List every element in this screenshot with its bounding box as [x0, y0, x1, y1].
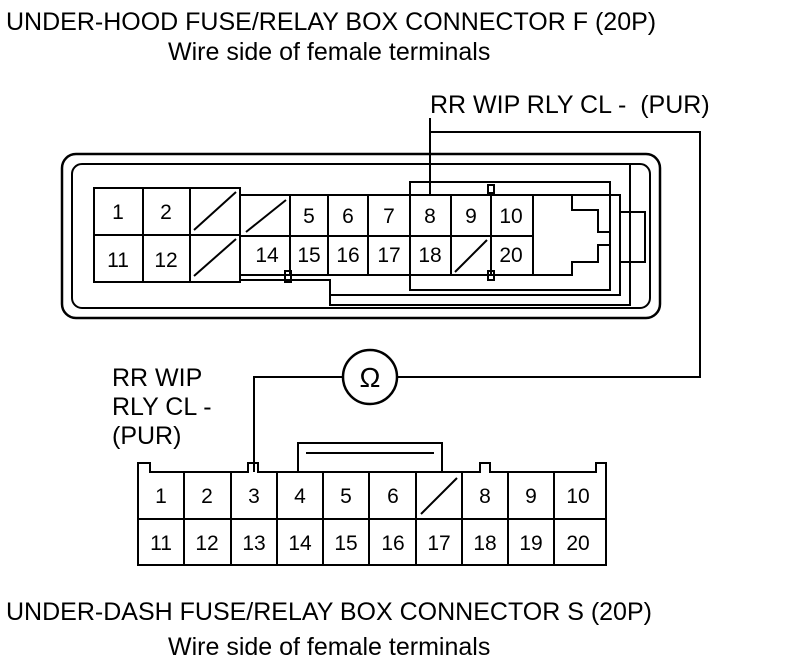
bottom-terminal: 2	[201, 485, 213, 508]
bottom-wire-label-line-3: (PUR)	[112, 422, 181, 450]
bottom-terminal: 19	[519, 532, 542, 555]
bottom-terminal: 13	[242, 532, 265, 555]
ohmmeter-icon	[341, 348, 399, 406]
top-terminal: 9	[465, 205, 477, 228]
top-terminal: 7	[383, 205, 395, 228]
bottom-wire-label-line-1: RR WIP	[112, 364, 202, 392]
top-connector-grid	[93, 187, 534, 283]
bottom-terminal: 12	[195, 532, 218, 555]
top-terminal: 2	[160, 201, 172, 224]
top-terminal: 16	[336, 244, 359, 267]
top-terminal: 15	[297, 244, 320, 267]
test-wire	[253, 118, 701, 472]
bottom-terminal: 5	[340, 485, 352, 508]
bottom-terminal: 3	[248, 485, 260, 508]
bottom-terminal: 6	[387, 485, 399, 508]
bottom-connector-housing	[137, 442, 607, 566]
bottom-connector-title: UNDER-DASH FUSE/RELAY BOX CONNECTOR S (2…	[6, 598, 652, 626]
top-connector-terminals: 1 2 5 6 7 8 9 10 11 12 14 15 16 17 18 20	[107, 201, 523, 272]
top-wire-label: RR WIP RLY CL - (PUR)	[430, 91, 710, 119]
top-terminal: 20	[499, 244, 522, 267]
bottom-terminal: 18	[473, 532, 496, 555]
top-terminal: 8	[424, 205, 436, 228]
bottom-connector-subtitle: Wire side of female terminals	[168, 633, 490, 661]
bottom-terminal: 11	[150, 532, 172, 555]
bottom-terminal: 14	[288, 532, 312, 555]
bottom-terminal: 1	[155, 485, 167, 508]
bottom-terminal: 8	[479, 485, 491, 508]
top-terminal: 5	[303, 205, 315, 228]
bottom-terminal: 10	[566, 485, 589, 508]
ohmmeter-symbol: Ω	[360, 362, 381, 393]
bottom-terminal: 20	[566, 532, 589, 555]
bottom-terminal: 15	[334, 532, 357, 555]
bottom-terminal: 4	[294, 485, 306, 508]
top-terminal: 11	[107, 249, 129, 272]
bottom-wire-label-line-2: RLY CL -	[112, 393, 212, 421]
top-connector-title: UNDER-HOOD FUSE/RELAY BOX CONNECTOR F (2…	[6, 8, 656, 36]
top-terminal: 10	[499, 205, 522, 228]
bottom-terminal: 17	[427, 532, 450, 555]
top-terminal: 14	[255, 244, 279, 267]
bottom-terminal: 16	[381, 532, 404, 555]
top-terminal: 1	[112, 201, 124, 224]
top-terminal: 18	[418, 244, 441, 267]
bottom-terminal: 9	[525, 485, 537, 508]
top-connector-subtitle: Wire side of female terminals	[168, 38, 490, 66]
top-terminal: 12	[154, 249, 177, 272]
top-terminal: 6	[342, 205, 354, 228]
top-terminal: 17	[377, 244, 400, 267]
bottom-connector-terminals: 1 2 3 4 5 6 8 9 10 11 12 13 14 15 16 17 …	[150, 485, 590, 555]
